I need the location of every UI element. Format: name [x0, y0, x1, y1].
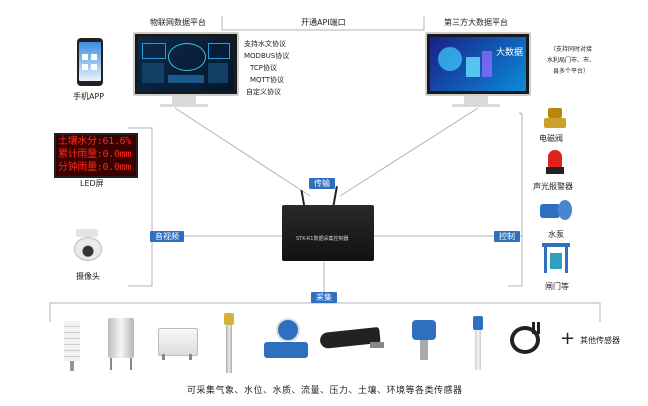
alarm-label: 声光报警器 — [533, 182, 573, 191]
led-row: 分钟雨量:0.0mm — [58, 162, 132, 173]
soil-probe-sensor — [472, 316, 484, 370]
valve-label: 电磁阀 — [539, 134, 563, 143]
iot-platform-monitor — [133, 32, 239, 96]
monitor-stand — [172, 96, 196, 104]
camera-label: 摄像头 — [76, 272, 100, 281]
flowmeter-sensor — [264, 318, 308, 364]
control-tag: 控制 — [494, 231, 520, 242]
pressure-transmitter-sensor — [410, 320, 438, 360]
led-label: LED屏 — [80, 179, 104, 188]
rain-gauge-sensor — [106, 318, 136, 370]
footer-caption: 可采集气象、水位、水质、流量、压力、土壤、环境等各类传感器 — [187, 386, 463, 396]
gate-label: 闸门等 — [545, 282, 569, 291]
monitor-stand — [464, 96, 488, 104]
cable-sensor — [510, 322, 544, 356]
protocol-item: MQTT协议 — [250, 76, 284, 84]
water-level-box-sensor — [158, 328, 198, 360]
phone-image — [77, 38, 103, 86]
led-row: 土壤水分:61.6% — [58, 136, 132, 147]
protocol-item: MODBUS协议 — [244, 52, 290, 60]
note-line: （支持同时对接 — [549, 46, 592, 53]
gate-image — [542, 243, 570, 273]
dashboard-screen — [138, 37, 234, 91]
note-line: 水利局门市、市、 — [546, 57, 595, 64]
led-row: 累计雨量:0.0mm — [58, 149, 132, 160]
note-line: 县多个平台） — [552, 68, 589, 75]
pump-image — [540, 200, 572, 222]
big-data-text: 大数据 — [496, 48, 524, 58]
monitor-base — [160, 104, 208, 107]
plus-icon: + — [560, 328, 576, 349]
camera-image — [72, 229, 102, 261]
alarm-image — [546, 150, 564, 174]
big-data-screen: 大数据 — [430, 37, 526, 91]
weather-station-sensor — [60, 321, 84, 371]
level-probe-sensor — [222, 313, 236, 373]
protocol-item: 自定义协议 — [246, 88, 281, 96]
protocol-item: TCP协议 — [250, 64, 277, 72]
radar-flow-sensor — [319, 326, 384, 352]
controller-device: STK-R1数据采集控制器 — [282, 205, 374, 261]
protocol-list: 支持水文协议 MODBUS协议 TCP协议 MQTT协议 自定义协议 — [244, 38, 289, 98]
iot-platform-title: 物联网数据平台 — [150, 18, 206, 27]
third-party-platform-title: 第三方大数据平台 — [444, 18, 508, 27]
collect-tag: 采集 — [311, 292, 337, 303]
monitor-base — [452, 104, 500, 107]
big-data-monitor: 大数据 — [425, 32, 531, 96]
valve-image — [544, 108, 566, 130]
protocol-item: 支持水文协议 — [244, 40, 286, 48]
other-sensors-label: 其他传感器 — [580, 336, 620, 345]
av-tag: 音视频 — [150, 231, 184, 242]
transmit-tag: 传输 — [309, 178, 335, 189]
phone-app-label: 手机APP — [73, 92, 105, 101]
api-port-label: 开通API端口 — [301, 18, 346, 27]
led-screen: 土壤水分:61.6% 累计雨量:0.0mm 分钟雨量:0.0mm — [54, 133, 138, 178]
pump-label: 水泵 — [548, 230, 564, 239]
controller-text: STK-R1数据采集控制器 — [296, 236, 349, 242]
third-party-note: （支持同时对接 水利局门市、市、 县多个平台） — [538, 44, 604, 77]
